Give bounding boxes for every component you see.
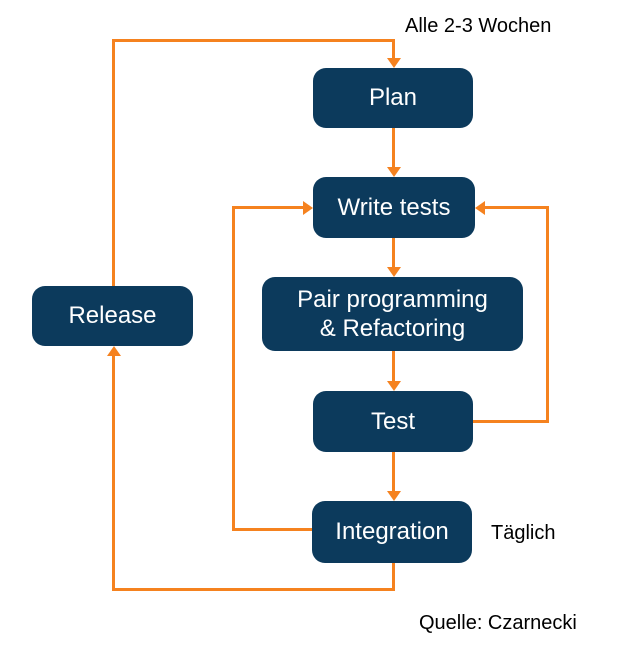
node-plan: Plan [313, 68, 473, 128]
connector-segment [392, 452, 395, 491]
connector-segment [232, 206, 235, 531]
arrowhead-up-icon [107, 346, 121, 356]
node-label: Test [370, 407, 415, 435]
node-pair-programming-refactoring: Pair programming & Refactoring [262, 277, 523, 351]
node-label: Plan [368, 84, 418, 112]
connector-segment [112, 356, 115, 590]
arrowhead-down-icon [387, 167, 401, 177]
arrowhead-down-icon [387, 381, 401, 391]
arrowhead-down-icon [387, 491, 401, 501]
node-label: Write tests [337, 193, 451, 221]
arrowhead-down-icon [387, 267, 401, 277]
arrowhead-down-icon [387, 58, 401, 68]
connector-segment [473, 420, 549, 423]
connector-segment [112, 39, 115, 286]
cycle-frequency-label: Alle 2-3 Wochen [405, 15, 552, 37]
node-label-line2: & Refactoring [319, 315, 466, 342]
connector-segment [392, 128, 395, 167]
connector-segment [392, 351, 395, 381]
connector-segment [392, 563, 395, 590]
connector-segment [546, 206, 549, 423]
connector-segment [485, 206, 549, 209]
arrowhead-left-icon [475, 201, 485, 215]
source-credit-label: Quelle: Czarnecki [419, 612, 577, 634]
node-label-line1: Pair programming [297, 285, 488, 313]
node-label: Integration [335, 518, 449, 546]
node-integration: Integration [312, 501, 472, 563]
connector-segment [232, 528, 312, 531]
node-label: Release [68, 302, 157, 330]
node-test: Test [313, 391, 473, 452]
connector-segment [392, 238, 395, 267]
connector-segment [112, 588, 395, 591]
connector-segment [232, 206, 303, 209]
connector-segment [392, 39, 395, 58]
node-release: Release [32, 286, 193, 346]
daily-frequency-label: Täglich [491, 522, 556, 544]
connector-segment [112, 39, 395, 42]
arrowhead-right-icon [303, 201, 313, 215]
node-write-tests: Write tests [313, 177, 475, 238]
